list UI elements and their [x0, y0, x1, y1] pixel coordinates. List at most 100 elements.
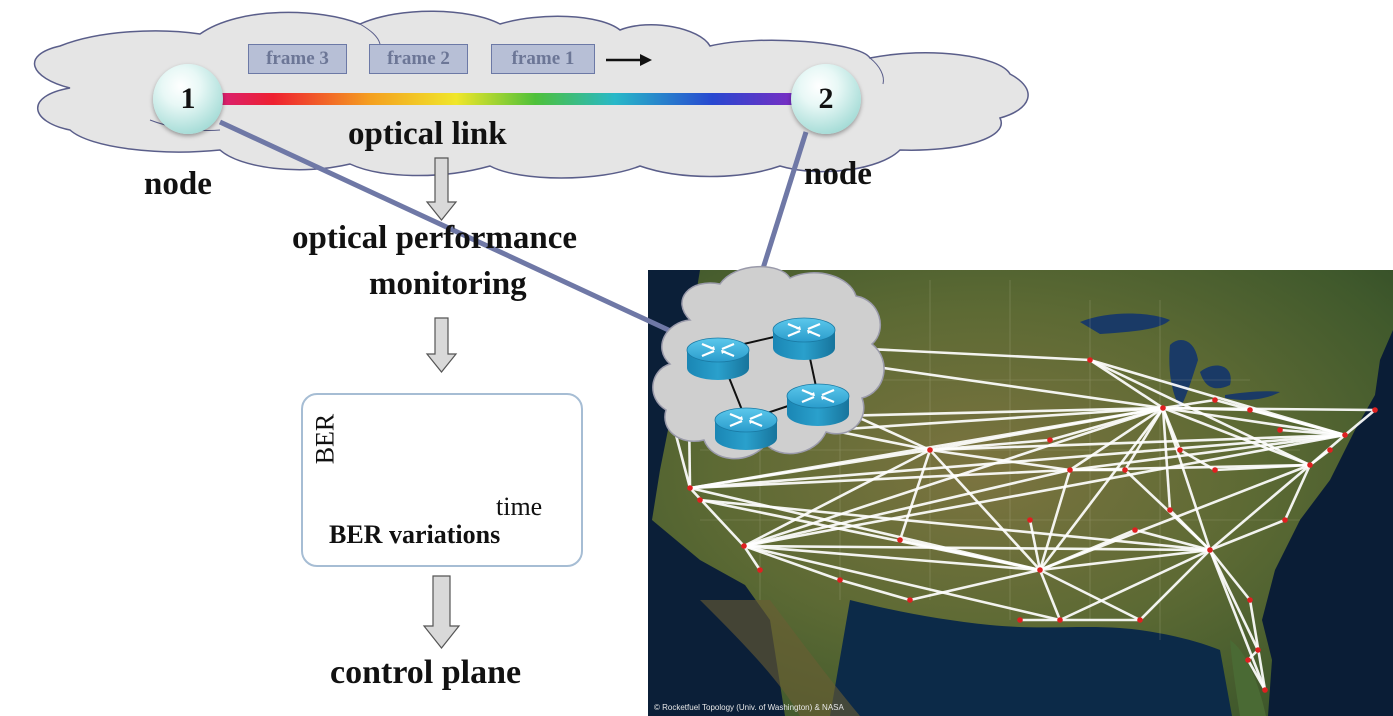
- topology-link: [1214, 398, 1346, 437]
- router-icon: [714, 407, 778, 450]
- topology-link: [743, 544, 1061, 622]
- topology-node: [1342, 432, 1348, 438]
- map-credit: © Rocketfuel Topology (Univ. of Washingt…: [654, 703, 844, 712]
- topology-links: [670, 338, 1376, 691]
- topology-link: [1283, 464, 1312, 521]
- topology-node: [1327, 447, 1333, 453]
- topology-link: [1069, 433, 1346, 472]
- topology-link: [1089, 358, 1164, 410]
- topology-link: [1208, 549, 1252, 601]
- atlantic-ocean: [1262, 270, 1393, 716]
- topology-link: [1089, 358, 1311, 467]
- topology-node: [1255, 647, 1261, 653]
- topology-link: [1208, 549, 1260, 651]
- topology-link: [1134, 528, 1211, 552]
- topology-node: [1282, 517, 1288, 523]
- frame-2: frame 2: [369, 44, 468, 74]
- arrow-ber-to-control: [422, 575, 461, 649]
- topology-node: [1277, 427, 1283, 433]
- topology-link: [1248, 599, 1267, 691]
- topology-node: [927, 447, 933, 453]
- optical-link-label: optical link: [348, 116, 507, 152]
- topology-link: [1039, 548, 1211, 572]
- frame-direction-arrow: [606, 54, 652, 66]
- node-label-left: node: [144, 166, 212, 202]
- topology-link: [1161, 407, 1172, 511]
- node-1-circle: 1: [153, 64, 223, 134]
- topology-node: [1160, 405, 1166, 411]
- topology-link: [689, 468, 1071, 490]
- topology-link: [743, 433, 1346, 548]
- topology-link: [743, 544, 1211, 552]
- topology-link: [1344, 409, 1376, 436]
- optical-link-spectrum: [200, 93, 810, 105]
- topology-link: [699, 498, 1211, 552]
- topology-node: [757, 567, 763, 573]
- topology-node: [1307, 462, 1313, 468]
- us-topology-map: [648, 270, 1393, 716]
- topology-link: [1208, 549, 1267, 691]
- topology-link: [929, 406, 1164, 452]
- topology-node: [897, 537, 903, 543]
- topology-node: [1262, 687, 1268, 693]
- topology-link: [1059, 548, 1211, 622]
- topology-link: [743, 544, 841, 582]
- connector-node2-to-map: [757, 131, 809, 279]
- topology-node: [1122, 467, 1128, 473]
- monitoring-label-line2: monitoring: [369, 266, 527, 302]
- topology-link: [1039, 568, 1141, 622]
- topology-node: [687, 485, 693, 491]
- topology-node: [697, 497, 703, 503]
- topology-link: [743, 544, 1041, 572]
- topology-link: [1214, 463, 1311, 472]
- topology-link: [1246, 659, 1267, 691]
- topology-node: [1207, 547, 1213, 553]
- topology-node: [1177, 447, 1183, 453]
- great-lakes: [1080, 313, 1280, 408]
- monitoring-label-line1: optical performance: [292, 220, 577, 256]
- topology-link: [742, 545, 762, 571]
- topology-link: [829, 428, 931, 452]
- topology-node: [1027, 517, 1033, 523]
- gulf-of-mexico: [830, 600, 1232, 716]
- topology-link: [1039, 528, 1136, 572]
- topology-link: [689, 448, 931, 490]
- topology-node: [1067, 467, 1073, 473]
- topology-link: [929, 448, 1071, 472]
- topology-node: [837, 577, 843, 583]
- ber-caption: BER variations: [329, 520, 501, 549]
- topology-link: [743, 468, 1071, 548]
- topology-link: [1209, 464, 1311, 551]
- topology-link: [909, 568, 1041, 602]
- node-label-right: node: [804, 156, 872, 192]
- topology-node: [1372, 407, 1378, 413]
- router-icon: [686, 337, 750, 380]
- topology-link: [1123, 407, 1165, 471]
- topology-node: [1037, 567, 1043, 573]
- topology-node: [1247, 597, 1253, 603]
- topology-link: [1279, 428, 1346, 437]
- topology-node: [1212, 467, 1218, 473]
- topology-node: [1057, 617, 1063, 623]
- topology-link: [1179, 448, 1216, 472]
- ber-x-axis-label: time: [496, 492, 543, 521]
- topology-link: [1049, 406, 1164, 442]
- control-plane-label: control plane: [330, 654, 522, 691]
- topology-link: [898, 449, 932, 541]
- topology-node: [1167, 507, 1173, 513]
- topology-link: [1028, 519, 1042, 571]
- topology-link: [899, 538, 1041, 572]
- topology-node: [1017, 617, 1023, 623]
- router-icon: [786, 383, 850, 426]
- topology-node: [1132, 527, 1138, 533]
- router-cloud: [652, 266, 885, 460]
- frame-3: frame 3: [248, 44, 347, 74]
- arrow-monitoring-to-ber: [425, 317, 458, 373]
- topology-node: [907, 597, 913, 603]
- topology-link: [929, 449, 1041, 571]
- topology-link: [829, 406, 1164, 432]
- connector-node1-to-map: [218, 119, 692, 343]
- topology-node: [1212, 397, 1218, 403]
- topology-node: [741, 543, 747, 549]
